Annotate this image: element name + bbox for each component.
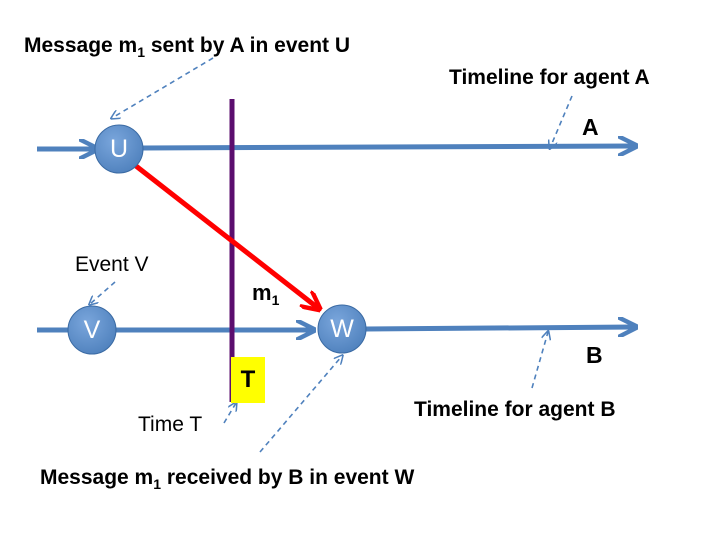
msg-sent-annotation: Message m1 sent by A in event U bbox=[24, 34, 351, 60]
time-t-box: T bbox=[231, 357, 265, 403]
message-label: m1 bbox=[252, 280, 280, 308]
message-arrow bbox=[134, 164, 318, 308]
callout-msg-received bbox=[259, 356, 342, 453]
agent-a-label: A bbox=[582, 114, 599, 140]
event-w-label: W bbox=[330, 315, 354, 343]
msg-sent-prefix: Message m bbox=[24, 34, 138, 57]
timeline-a bbox=[142, 146, 634, 148]
callout-timeline-b bbox=[531, 332, 548, 389]
event-u-label: U bbox=[109, 135, 129, 163]
msg-recv-prefix: Message m bbox=[40, 466, 154, 489]
timeline-a-label: Timeline for agent A bbox=[449, 66, 650, 89]
time-t-annotation: Time T bbox=[138, 413, 203, 436]
event-w-node bbox=[317, 304, 367, 354]
timeline-b bbox=[365, 327, 634, 329]
callout-event-v bbox=[90, 281, 116, 304]
timeline-b-label: Timeline for agent B bbox=[414, 398, 616, 421]
msg-sent-sub: 1 bbox=[137, 44, 146, 60]
callout-timeline-a bbox=[550, 95, 573, 148]
time-t-box-label: T bbox=[240, 366, 256, 393]
event-u-node bbox=[94, 124, 144, 174]
callout-time-t bbox=[223, 403, 236, 424]
callout-msg-sent bbox=[112, 57, 214, 118]
message-label-sub: 1 bbox=[271, 292, 280, 308]
event-v-annotation: Event V bbox=[75, 253, 149, 276]
agent-b-label: B bbox=[586, 342, 603, 368]
msg-received-annotation: Message m1 received by B in event W bbox=[40, 466, 415, 492]
event-v-node bbox=[67, 305, 117, 355]
event-v-label: V bbox=[83, 316, 101, 344]
msg-recv-sub: 1 bbox=[153, 476, 162, 492]
msg-sent-suffix: sent by A in event U bbox=[145, 34, 351, 57]
msg-recv-suffix: received by B in event W bbox=[161, 466, 415, 489]
message-label-m: m bbox=[252, 280, 272, 305]
